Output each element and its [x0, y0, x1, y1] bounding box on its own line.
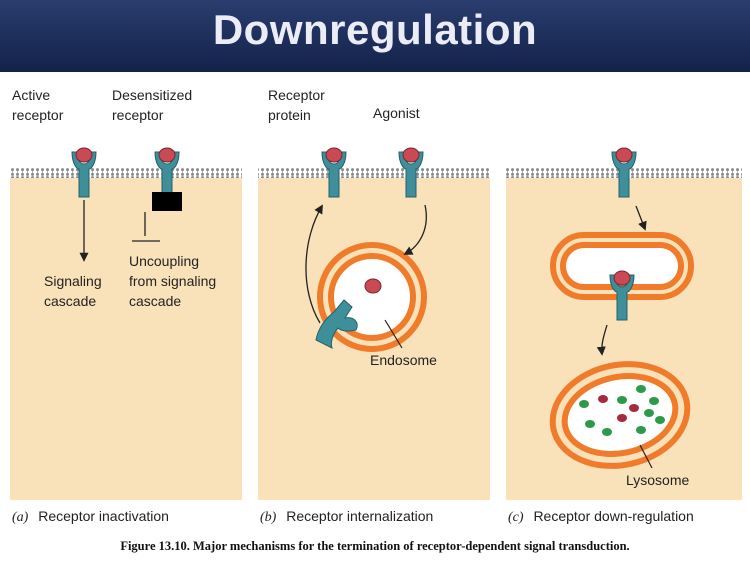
pointer-line — [384, 319, 403, 349]
arrow-icon — [635, 205, 647, 231]
label-lysosome: Lysosome — [626, 472, 690, 488]
label-endosome: Endosome — [370, 352, 437, 368]
label-uncoupling: Uncoupling from signaling cascade — [129, 253, 220, 309]
pointer-line — [639, 444, 653, 469]
label-active-receptor: Active receptor — [12, 87, 64, 123]
ligand-icon — [364, 278, 382, 294]
panel-b: Receptor protein Agonist Endosome (b) Re… — [258, 87, 490, 525]
panel-a-title: (a) Receptor inactivation — [12, 508, 169, 525]
lysosome-contents — [579, 385, 665, 436]
endosome-icon — [317, 242, 427, 352]
panel-c-title: (c) Receptor down-regulation — [508, 508, 694, 525]
figure-caption: Figure 13.10. Major mechanisms for the t… — [120, 539, 630, 553]
label-receptor-protein: Receptor protein — [268, 87, 329, 123]
membrane-icon — [258, 168, 490, 178]
page-title: Downregulation — [212, 6, 538, 53]
arrow-icon — [596, 324, 608, 356]
diagram: Active receptor Desensitized receptor Si… — [10, 87, 742, 525]
membrane-icon — [10, 168, 242, 178]
label-signaling-cascade: Signaling cascade — [44, 273, 106, 309]
label-desensitized-receptor: Desensitized receptor — [112, 87, 196, 123]
label-agonist: Agonist — [373, 105, 420, 121]
arrow-icon — [305, 204, 323, 324]
panel-b-title: (b) Receptor internalization — [260, 508, 433, 525]
internalized-receptor — [315, 299, 358, 349]
panel-a: Active receptor Desensitized receptor Si… — [10, 87, 242, 525]
arrow-icon — [403, 204, 427, 255]
inhibitor-block — [152, 192, 182, 211]
cytoplasm-a — [10, 168, 242, 500]
panel-c: Lysosome (c) Receptor down-regulation — [506, 147, 742, 525]
title-banner: Downregulation — [0, 0, 750, 72]
